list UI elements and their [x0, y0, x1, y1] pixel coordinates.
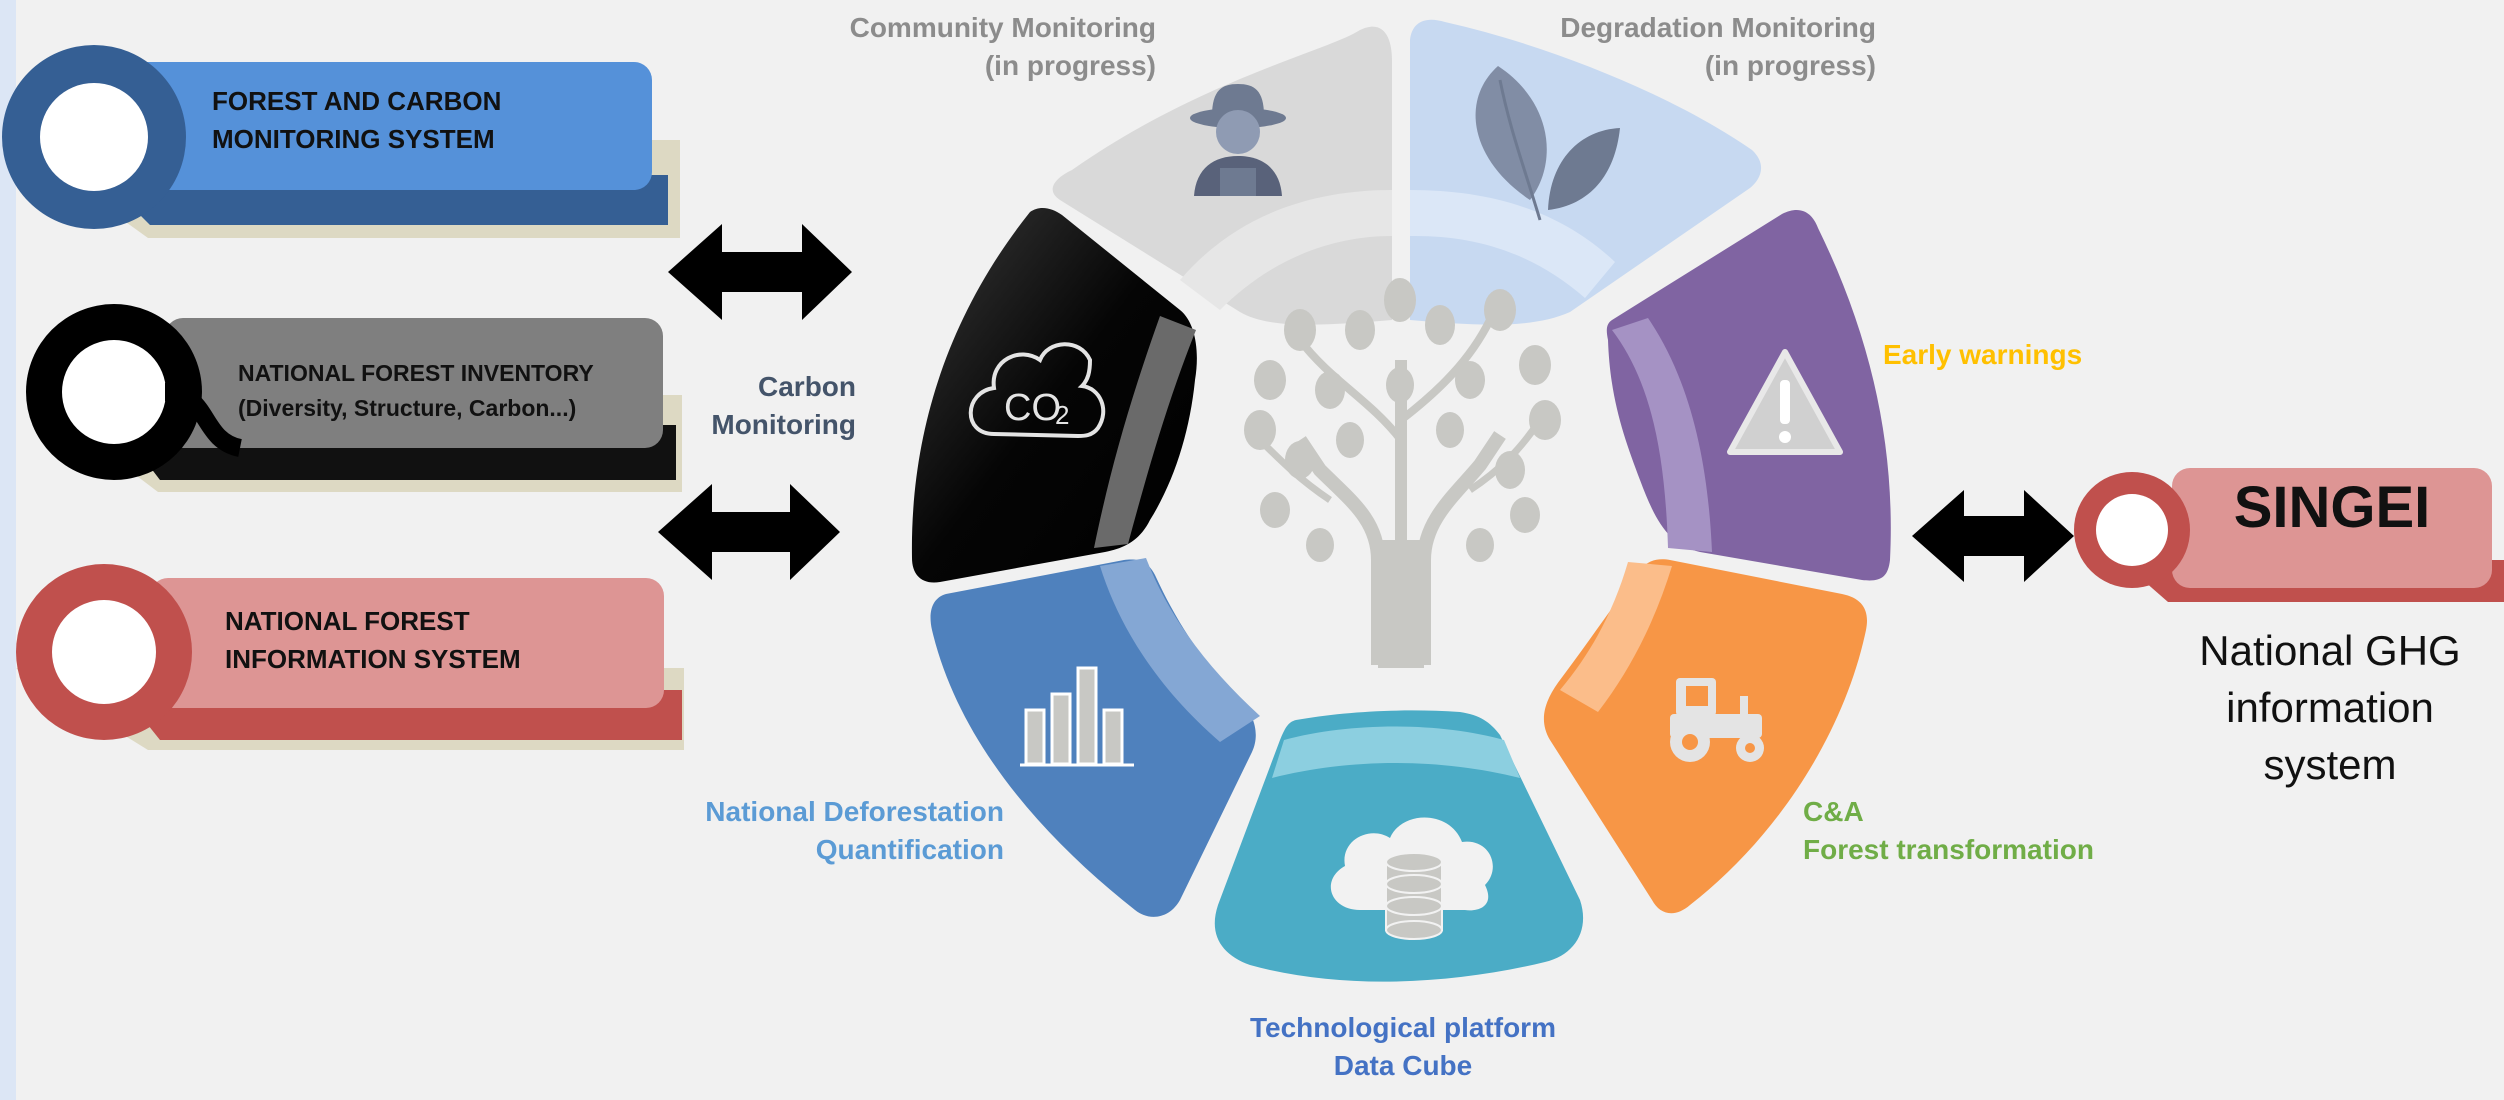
co2-cloud-icon: CO 2	[968, 342, 1106, 439]
forest-carbon-line-2: MONITORING SYSTEM	[212, 124, 495, 154]
data-cube-label-line-1: Technological platform	[1250, 1012, 1556, 1043]
singei-subtitle-line-3: system	[2263, 741, 2397, 788]
early-warnings-label: Early warnings	[1883, 336, 2082, 374]
forest-info-system-label: NATIONAL FOREST INFORMATION SYSTEM	[225, 602, 521, 678]
degradation-label-line-1: Degradation Monitoring	[1560, 12, 1876, 43]
carbon-label-line-1: Carbon	[758, 371, 856, 402]
degradation-label-line-2: (in progress)	[1704, 50, 1876, 81]
warning-icon	[1727, 349, 1843, 455]
double-arrow-top	[668, 224, 852, 320]
forest-carbon-system-label: FOREST AND CARBON MONITORING SYSTEM	[212, 82, 501, 158]
data-cube-label-line-2: Data Cube	[1333, 1050, 1473, 1081]
forest-carbon-line-1: FOREST AND CARBON	[212, 86, 502, 116]
deforestation-label-line-2: Quantification	[815, 834, 1004, 865]
forest-info-system-box	[16, 564, 684, 750]
segment-early-warnings	[1606, 210, 1891, 581]
forest-info-line-1: NATIONAL FOREST	[225, 606, 470, 636]
singei-subtitle-line-1: National GHG	[2199, 627, 2461, 674]
forest-carbon-system-box	[2, 45, 680, 238]
forest-inventory-system-box	[26, 304, 682, 492]
left-edge-strip	[0, 0, 16, 1100]
singei-subtitle: National GHG information system	[2160, 622, 2500, 793]
community-label: Community Monitoring (in progress)	[850, 9, 1156, 85]
cloud-database-icon	[1330, 817, 1493, 940]
community-label-line-1: Community Monitoring	[849, 12, 1156, 43]
forest-transformation-label: C&A Forest transformation	[1803, 793, 2094, 869]
double-arrow-bottom	[658, 484, 840, 580]
leaves-icon	[1475, 66, 1620, 221]
singei-subtitle-line-2: information	[2226, 684, 2434, 731]
carbon-label-line-2: Monitoring	[711, 409, 856, 440]
early-warnings-label-line-1: Early warnings	[1883, 339, 2083, 370]
forest-inventory-line-2: (Diversity, Structure, Carbon...)	[238, 395, 577, 421]
co2-subscript: 2	[1055, 400, 1069, 430]
segment-carbon	[911, 208, 1197, 583]
forest-transformation-label-line-1: C&A	[1803, 796, 1864, 827]
forest-info-line-2: INFORMATION SYSTEM	[225, 644, 521, 674]
degradation-label: Degradation Monitoring (in progress)	[1560, 9, 1876, 85]
data-cube-label: Technological platform Data Cube	[1200, 1009, 1606, 1085]
community-label-line-2: (in progress)	[984, 50, 1156, 81]
double-arrow-right	[1912, 490, 2074, 582]
deforestation-label-line-1: National Deforestation	[705, 796, 1004, 827]
forest-inventory-line-1: NATIONAL FOREST INVENTORY	[238, 360, 594, 386]
bar-chart-icon	[1020, 666, 1134, 767]
singei-box	[2074, 468, 2504, 602]
farmer-icon	[1190, 84, 1286, 196]
deforestation-label: National Deforestation Quantification	[705, 793, 1004, 869]
tree-icon	[1244, 278, 1561, 668]
carbon-label: Carbon Monitoring	[711, 368, 856, 444]
singei-title: SINGEI	[2233, 475, 2431, 540]
tractor-icon	[1670, 678, 1764, 762]
co2-text: CO	[1004, 387, 1061, 429]
forest-transformation-label-line-2: Forest transformation	[1803, 834, 2094, 865]
forest-inventory-system-label: NATIONAL FOREST INVENTORY (Diversity, St…	[238, 356, 594, 426]
